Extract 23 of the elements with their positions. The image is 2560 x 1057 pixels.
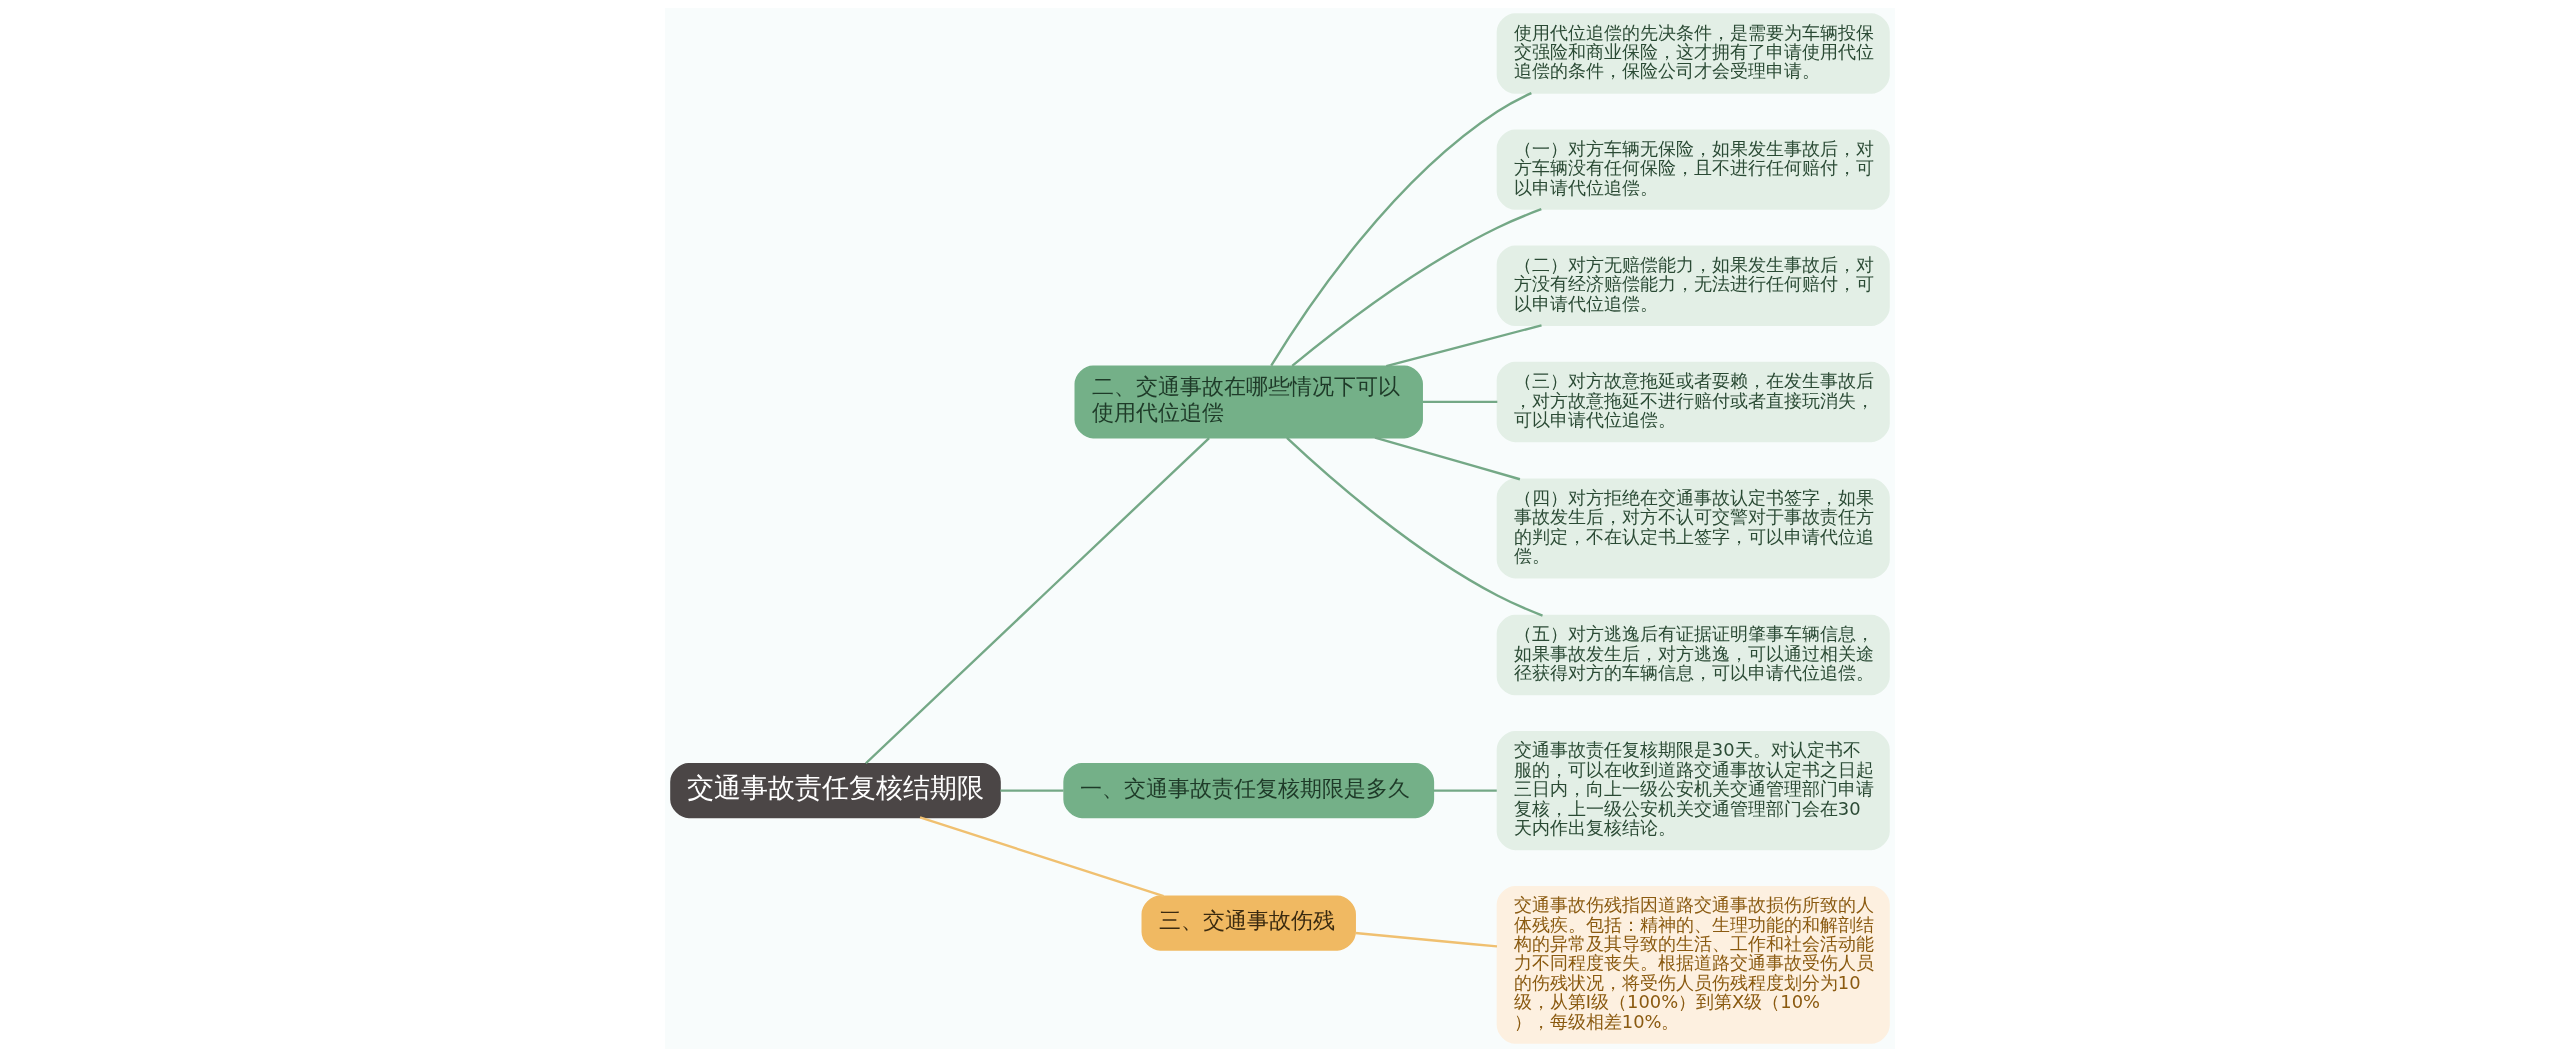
node-box: 一、交通事故责任复核期限是多久 bbox=[1063, 763, 1435, 819]
node-box: 二、交通事故在哪些情况下可以使用代位追偿 bbox=[1074, 365, 1423, 439]
connector bbox=[1386, 324, 1542, 368]
connector bbox=[865, 437, 1210, 765]
connector bbox=[1355, 931, 1498, 948]
node-box: （二）对方无赔偿能力，如果发生事故后，对方没有经济赔偿能力，无法进行任何赔付，可以申请代位追偿。 bbox=[1496, 245, 1890, 326]
connector bbox=[1000, 789, 1064, 792]
node-box: （五）对方逃逸后有证据证明肇事车辆信息，如果事故发生后，对方逃逸，可以通过相关途径获得对方的车辆信息，可以申请代位追偿。 bbox=[1496, 614, 1890, 696]
connector bbox=[1291, 208, 1542, 367]
node-box: （三）对方故意拖延或者耍赖，在发生事故后，对方故意拖延不进行赔付或者直接玩消失，可以申请代位追偿。 bbox=[1496, 361, 1890, 443]
connector bbox=[1433, 789, 1497, 792]
connector bbox=[1270, 92, 1532, 367]
connector bbox=[1286, 437, 1543, 617]
node-box: 交通事故责任复核期限是30天。对认定书不服的，可以在收到道路交通事故认定书之日起三日内，向上一级公安机关交通管理部门申请复核，上一级公安机关交通管理部门会在30天内作出复核结论。 bbox=[1496, 731, 1890, 851]
node-box: 三、交通事故伤残 bbox=[1141, 895, 1356, 951]
node-box: （一）对方车辆无保险，如果发生事故后，对方车辆没有任何保险，且不进行任何赔付，可以申请代位追偿。 bbox=[1496, 129, 1890, 210]
node-box: 使用代位追偿的先决条件，是需要为车辆投保交强险和商业保险，这才拥有了申请使用代位追偿的条件，保险公司才会受理申请。 bbox=[1496, 13, 1890, 94]
connector bbox=[919, 816, 1164, 898]
connector bbox=[1374, 436, 1521, 481]
node-box: 交通事故责任复核结期限 bbox=[670, 763, 1001, 819]
node-box: （四）对方拒绝在交通事故认定书签字，如果事故发生后，对方不认可交警对于事故责任方的判定，不在认定书上签字，可以申请代位追偿。 bbox=[1496, 478, 1890, 579]
node-box: 交通事故伤残指因道路交通事故损伤所致的人体残疾。包括：精神的、生理功能的和解剖结构的异常及其导致的生活、工作和社会活动能力不同程度丧失。根据道路交通事故受伤人员的伤残状况，将受伤人员伤残程度划分为10级，从第I级（100%）到第X级（10%），每级相差10%。 bbox=[1496, 885, 1890, 1044]
connector bbox=[1422, 400, 1498, 404]
